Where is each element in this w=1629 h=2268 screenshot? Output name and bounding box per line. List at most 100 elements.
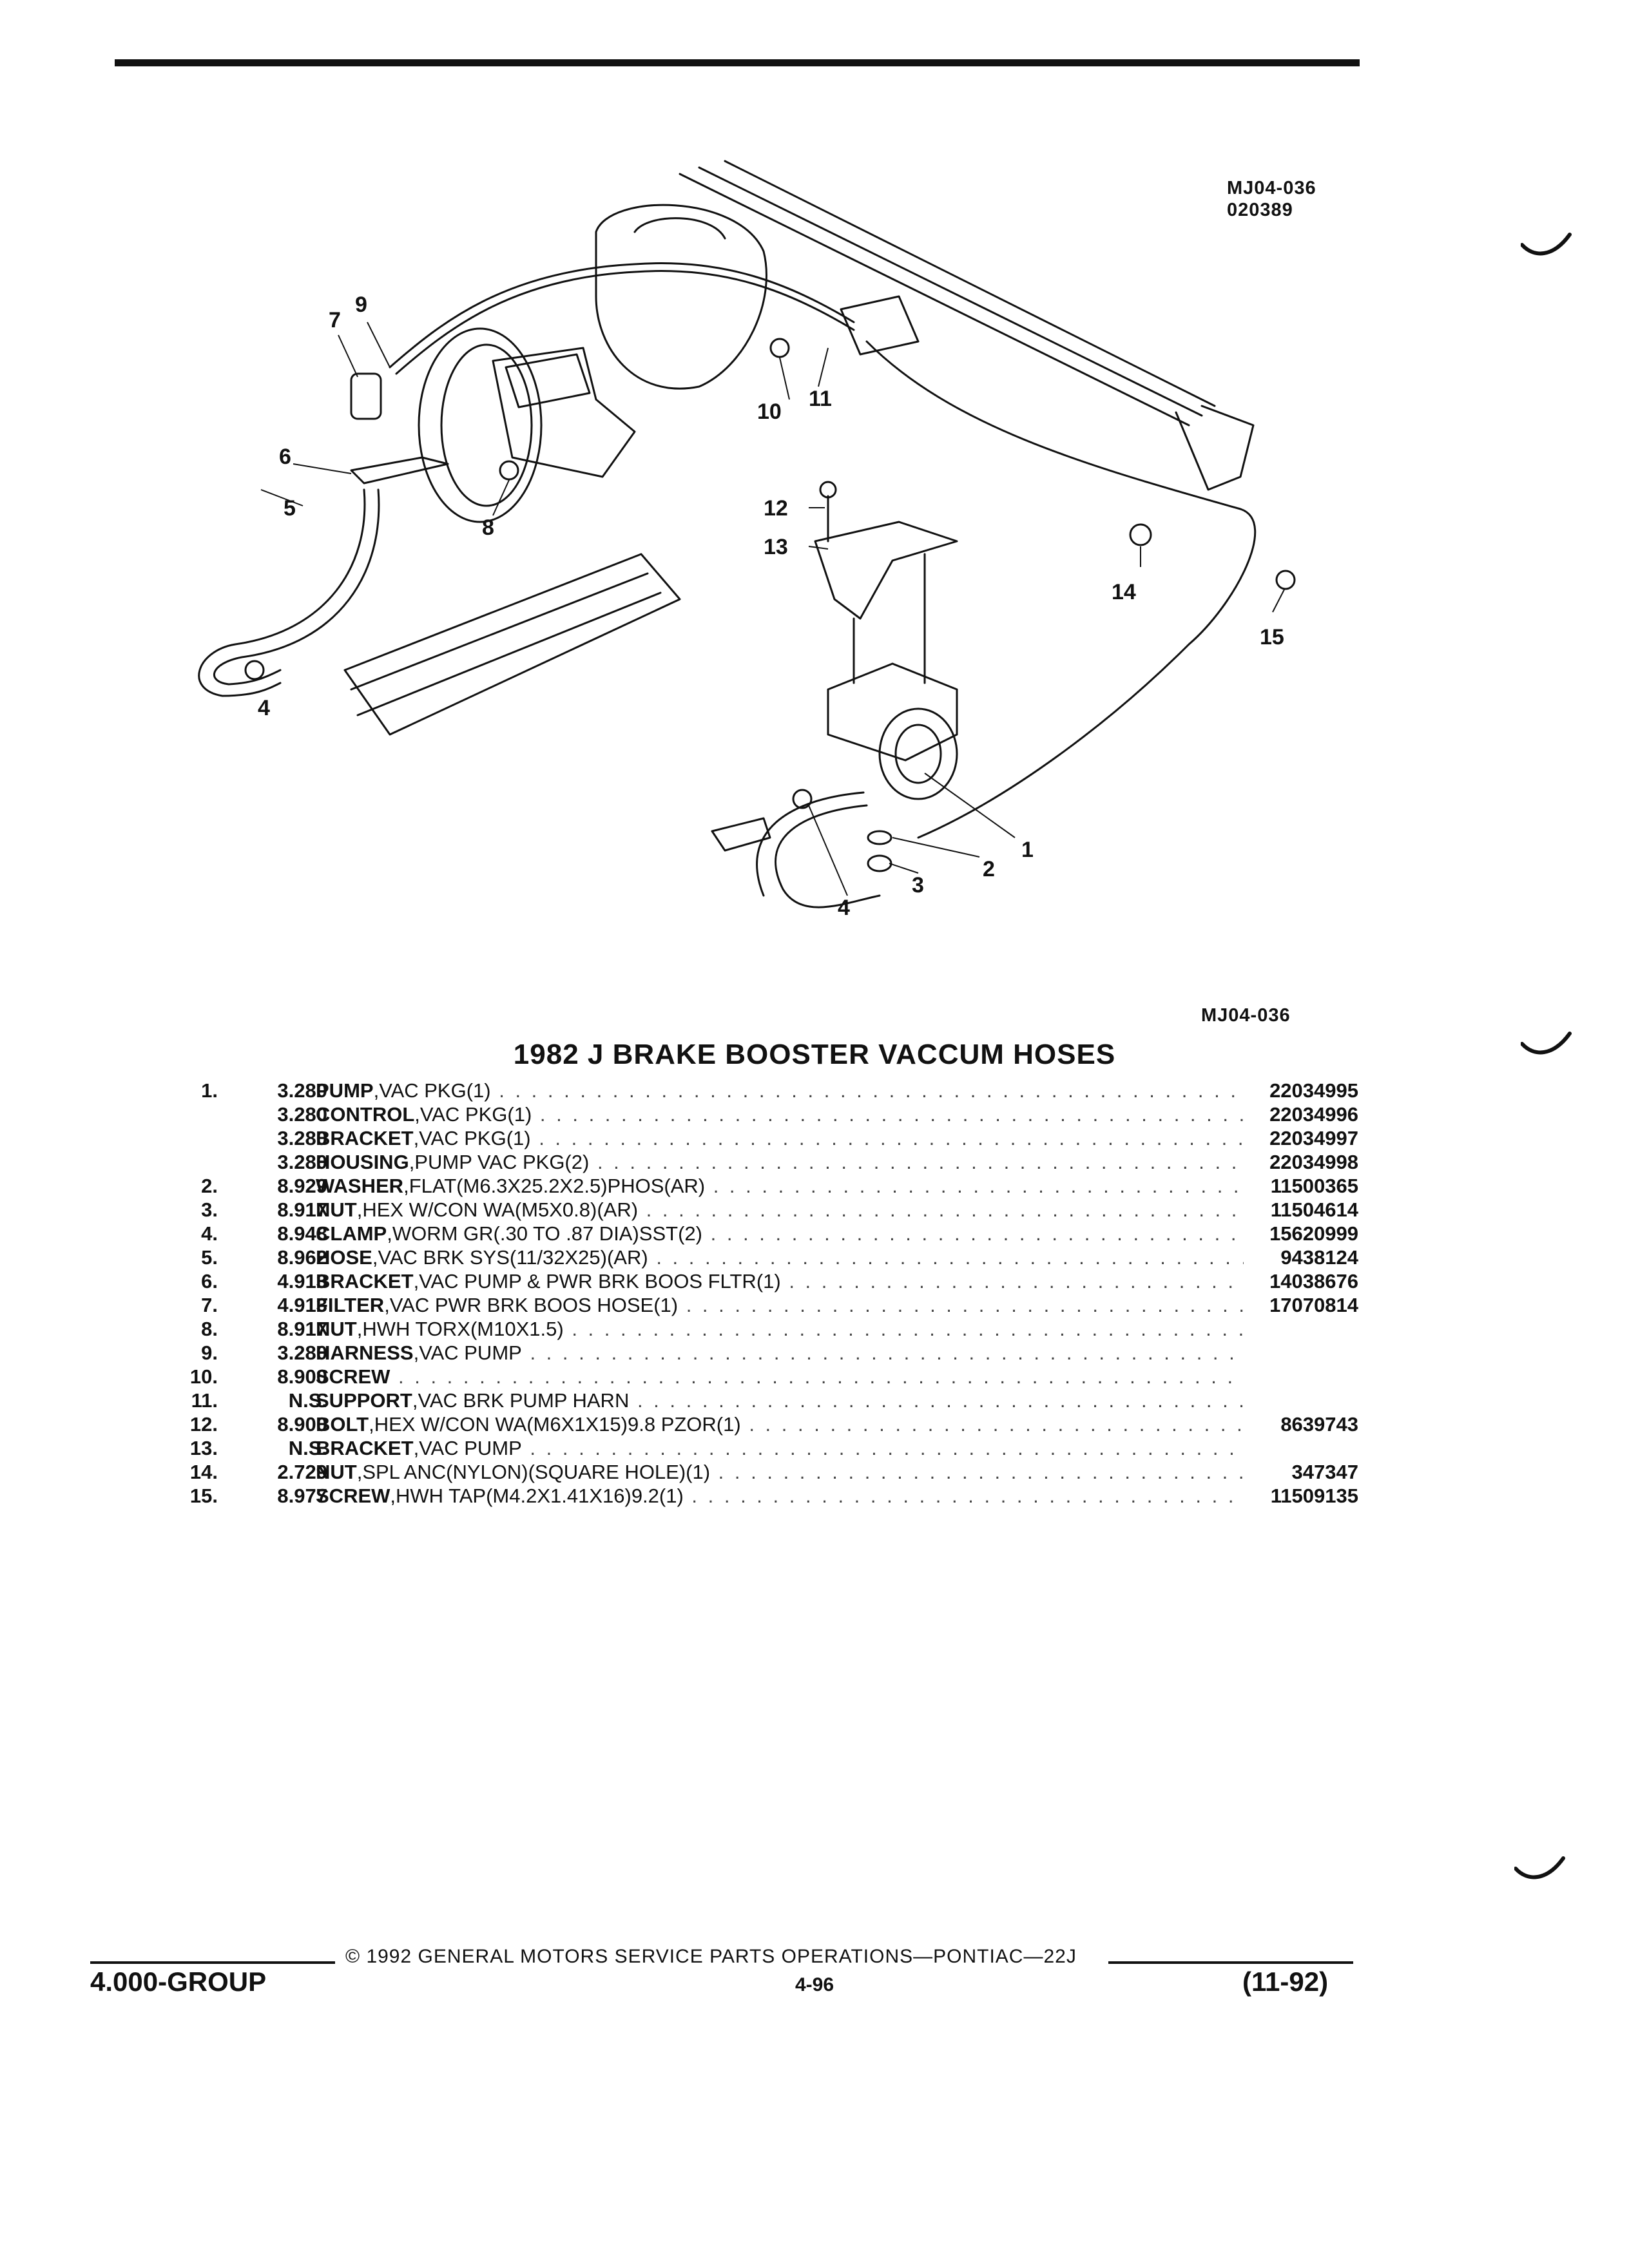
leader-dots: . . . . . . . . . . . . . . . . . . . . … — [572, 1318, 1244, 1340]
leader-dots: . . . . . . . . . . . . . . . . . . . . … — [637, 1389, 1244, 1412]
part-name: HOSE — [316, 1246, 372, 1269]
exploded-parts-diagram: 1 2 3 4 4 5 6 7 8 9 10 11 12 13 14 15 — [198, 160, 1296, 920]
part-description: BRACKET,VAC PUMP & PWR BRK BOOS FLTR(1) … — [316, 1269, 1244, 1293]
part-detail: ,VAC PWR BRK BOOS HOSE(1) — [384, 1294, 679, 1316]
part-detail: ,VAC PKG(1) — [373, 1079, 491, 1102]
revision-date: (11-92) — [1242, 1966, 1329, 1997]
tap-screw — [1275, 570, 1296, 590]
leader-dots: . . . . . . . . . . . . . . . . . . . . … — [499, 1079, 1244, 1102]
group-number: 8.917 — [277, 1318, 327, 1340]
part-description: BOLT,HEX W/CON WA(M6X1X15)9.8 PZOR(1) . … — [316, 1412, 1244, 1436]
vacuum-hose — [198, 488, 366, 697]
anchor-nut — [1129, 523, 1152, 546]
part-name: BRACKET — [316, 1127, 414, 1149]
leader-dots: . . . . . . . . . . . . . . . . . . . . … — [789, 1270, 1244, 1293]
part-name: FILTER — [316, 1294, 385, 1316]
group-number: 8.977 — [277, 1485, 327, 1507]
leader-dots: . . . . . . . . . . . . . . . . . . . . … — [530, 1341, 1244, 1364]
harness-to-pump — [865, 340, 1257, 839]
callout: 2 — [983, 857, 995, 881]
group-number: 8.900 — [277, 1365, 327, 1388]
callout: 10 — [757, 399, 782, 424]
item-number: 12. — [189, 1413, 218, 1436]
leader-dots: . . . . . . . . . . . . . . . . . . . . … — [597, 1151, 1244, 1173]
bolt-12 — [819, 481, 837, 499]
part-description: HARNESS,VAC PUMP . . . . . . . . . . . .… — [316, 1341, 1244, 1365]
parts-row: 11.N.S.SUPPORT,VAC BRK PUMP HARN . . . .… — [147, 1389, 1358, 1412]
master-cylinder — [492, 347, 636, 478]
item-number: 2. — [201, 1175, 218, 1197]
item-number: 13. — [189, 1437, 218, 1459]
fender-edge — [1175, 405, 1255, 491]
copyright: © 1992 GENERAL MOTORS SERVICE PARTS OPER… — [345, 1946, 1077, 1967]
item-number: 10. — [189, 1365, 218, 1388]
part-number: 11500365 — [1270, 1175, 1358, 1197]
part-detail: ,VAC PKG(1) — [413, 1127, 531, 1149]
nut-8 — [499, 460, 519, 481]
group-number: 8.929 — [277, 1175, 327, 1197]
part-name: SCREW — [316, 1485, 390, 1507]
binder-mark-icon — [1521, 1032, 1572, 1055]
callout: 15 — [1260, 625, 1284, 649]
fender-line — [679, 173, 1190, 427]
leader-dots: . . . . . . . . . . . . . . . . . . . . … — [713, 1175, 1244, 1197]
item-number: 3. — [201, 1198, 218, 1221]
group-number: 3.280 — [277, 1151, 327, 1173]
part-description: BRACKET,VAC PKG(1) . . . . . . . . . . .… — [316, 1126, 1244, 1150]
part-number: 11504614 — [1270, 1198, 1358, 1221]
part-name: CLAMP — [316, 1222, 387, 1245]
group-number: 3.280 — [277, 1341, 327, 1364]
leader-dots: . . . . . . . . . . . . . . . . . . . . … — [539, 1103, 1244, 1126]
part-number: 22034998 — [1269, 1151, 1358, 1173]
callouts: 1 2 3 4 4 5 6 7 8 9 10 11 12 13 14 15 — [258, 293, 1284, 920]
part-name: NUT — [316, 1198, 357, 1221]
item-number: 14. — [189, 1461, 218, 1483]
part-description: HOUSING,PUMP VAC PKG(2) . . . . . . . . … — [316, 1150, 1244, 1174]
part-number: 22034996 — [1269, 1103, 1358, 1126]
part-number: 9438124 — [1280, 1246, 1358, 1269]
group-number: 3.280 — [277, 1127, 327, 1149]
page-title: 1982 J BRAKE BOOSTER VACCUM HOSES — [513, 1039, 1116, 1070]
part-number: 17070814 — [1269, 1294, 1358, 1316]
pump-hose — [756, 791, 865, 897]
clamp-4b — [792, 789, 813, 809]
valve-cover-rail — [356, 591, 662, 716]
callout: 13 — [764, 535, 788, 559]
callout: 7 — [329, 308, 341, 332]
item-number: 8. — [201, 1318, 218, 1340]
item-number: 7. — [201, 1294, 218, 1316]
leader-dots: . . . . . . . . . . . . . . . . . . . . … — [539, 1127, 1244, 1149]
binder-mark-icon — [1521, 233, 1572, 256]
part-description: NUT,SPL ANC(NYLON)(SQUARE HOLE)(1) . . .… — [316, 1460, 1244, 1484]
part-name: CONTROL — [316, 1103, 415, 1126]
vacuum-hose — [213, 488, 380, 686]
part-description: NUT,HEX W/CON WA(M5X0.8)(AR) . . . . . .… — [316, 1198, 1244, 1222]
part-detail: ,FLAT(M6.3X25.2X2.5)PHOS(AR) — [403, 1175, 706, 1197]
callout: 12 — [764, 496, 788, 521]
strut-tower — [595, 204, 767, 390]
brake-booster-ring — [440, 343, 533, 507]
part-description: SUPPORT,VAC BRK PUMP HARN . . . . . . . … — [316, 1389, 1244, 1412]
leader-dots: . . . . . . . . . . . . . . . . . . . . … — [749, 1413, 1244, 1436]
pump-hose-end — [711, 817, 771, 852]
part-detail: ,VAC PKG(1) — [414, 1103, 532, 1126]
part-number: 11509135 — [1270, 1485, 1358, 1507]
part-description: SCREW,HWH TAP(M4.2X1.41X16)9.2(1) . . . … — [316, 1484, 1244, 1508]
part-detail: ,HEX W/CON WA(M6X1X15)9.8 PZOR(1) — [369, 1413, 741, 1436]
page-number: 4-96 — [795, 1974, 834, 1995]
vacuum-harness — [395, 269, 855, 375]
group-number: N.S. — [288, 1389, 327, 1412]
